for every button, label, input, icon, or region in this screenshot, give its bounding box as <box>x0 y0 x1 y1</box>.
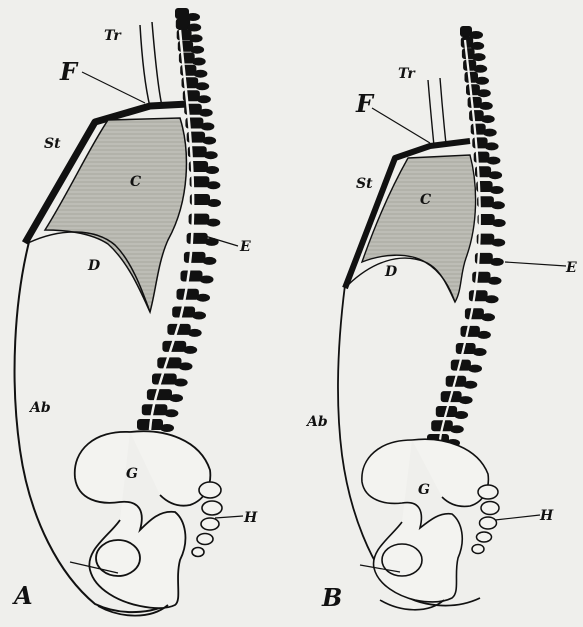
spine-a-vertebra <box>147 389 172 400</box>
leader-f-a <box>82 72 145 103</box>
leader-f-b <box>372 108 430 143</box>
spine-b-vertebra-process <box>477 89 491 97</box>
spine-a-vertebra-process <box>195 82 209 90</box>
trachea-b <box>428 78 446 146</box>
spine-b-vertebra-process <box>473 348 487 356</box>
spine-a-vertebra-process <box>174 379 188 387</box>
label-fixation-b: F <box>355 89 375 118</box>
label-pelvis-a: G <box>126 466 138 482</box>
spine-b-vertebra-process <box>490 258 504 266</box>
spine-a-vertebra-process <box>207 199 221 207</box>
leader-h-b <box>495 515 540 520</box>
label-coccyx-a: H <box>243 510 258 526</box>
spine-b-vertebra-process <box>488 171 502 179</box>
panel-label-a: A <box>12 581 33 610</box>
spine-a-vertebra-process <box>206 219 220 227</box>
panel-label-b: B <box>321 583 342 612</box>
label-pelvis-b: G <box>418 482 430 498</box>
label-sternum-a: St <box>44 136 61 152</box>
spine-a-vertebra <box>157 357 181 368</box>
chest-cavity-b <box>362 155 476 302</box>
label-spine-b: E <box>565 260 577 276</box>
spine-b-vertebra-process <box>450 425 464 433</box>
spine-a-vertebra-process <box>205 166 219 174</box>
spine-b-vertebra-process <box>485 142 499 150</box>
label-chest-b: C <box>420 192 431 208</box>
spine-a-vertebra-process <box>190 46 204 54</box>
spine-a-vertebra-process <box>204 151 218 159</box>
spine-a-vertebra-process <box>183 346 197 354</box>
label-trachea-b: Tr <box>398 66 416 82</box>
spine-b-vertebra-process <box>483 129 497 137</box>
trachea-a <box>140 22 162 107</box>
spine-b-vertebra-process <box>473 65 487 73</box>
spine-b-vertebra-process <box>468 365 482 373</box>
spine-b-vertebra-process <box>481 313 495 321</box>
spine-a-vertebra-process <box>202 137 216 145</box>
spine-b-vertebra-process <box>488 277 502 285</box>
spine-b-vertebra-process <box>490 186 504 194</box>
pelvis-a <box>75 431 211 615</box>
spine-b-vertebra-process <box>459 396 473 404</box>
spine-a-vertebra-process <box>199 109 213 117</box>
leader-e-b <box>505 262 566 266</box>
spine-a-vertebra <box>162 341 186 352</box>
spine-b-vertebra-process <box>491 201 505 209</box>
spine-a-vertebra-process <box>169 394 183 402</box>
pelvis-b <box>362 439 489 610</box>
spine-a-vertebra-process <box>192 312 206 320</box>
label-spine-a: E <box>239 239 251 255</box>
spine-a-vertebra <box>177 289 199 300</box>
spine-b-vertebra-process <box>479 102 493 110</box>
chest-cavity-a <box>45 118 186 312</box>
spine-b-vertebra-process <box>486 157 500 165</box>
spine-a-vertebra-process <box>193 70 207 78</box>
spine-b-vertebra-process <box>485 295 499 303</box>
leader-h-a <box>215 516 243 518</box>
figure-a: Tr F St C D Ab E G H A <box>12 8 258 616</box>
label-diaphragm-a: D <box>87 258 101 274</box>
spine-a-vertebra-process <box>164 409 178 417</box>
spine-a-vertebra-process <box>160 424 174 432</box>
spine-b-vertebra-process <box>454 411 468 419</box>
spine-a-vertebra-process <box>200 123 214 131</box>
spine-a-vertebra-process <box>200 276 214 284</box>
figure-b: Tr F St C D Ab E G H B <box>305 26 577 612</box>
spine-b-vertebra-process <box>492 219 506 227</box>
spine-b-vertebra-process <box>463 381 477 389</box>
spine-a-vertebra-process <box>206 181 220 189</box>
spine-a-vertebra <box>187 233 208 244</box>
label-abdomen-b: Ab <box>305 414 328 430</box>
spine-a-vertebra <box>181 271 203 282</box>
label-trachea-a: Tr <box>104 28 122 44</box>
spine-a-vertebra-process <box>179 362 193 370</box>
spine-b-vertebra-process <box>491 239 505 247</box>
spine-b-vertebra-process <box>477 331 491 339</box>
spine-a-vertebra <box>184 252 206 263</box>
label-abdomen-a: Ab <box>28 400 51 416</box>
spine-b-vertebra-process <box>475 77 489 85</box>
label-coccyx-b: H <box>539 508 554 524</box>
spine-a-vertebra-process <box>192 58 206 66</box>
label-chest-a: C <box>130 174 141 190</box>
spine-b-vertebra-process <box>481 115 495 123</box>
spine-a-vertebra <box>152 374 177 385</box>
spine-a-vertebra-process <box>197 95 211 103</box>
spine-a-vertebra-process <box>188 329 202 337</box>
label-sternum-b: St <box>356 176 373 192</box>
spine-a-vertebra-process <box>196 294 210 302</box>
label-fixation-a: F <box>59 57 79 86</box>
spine-a-vertebra-process <box>202 257 216 265</box>
label-diaphragm-b: D <box>384 264 398 280</box>
